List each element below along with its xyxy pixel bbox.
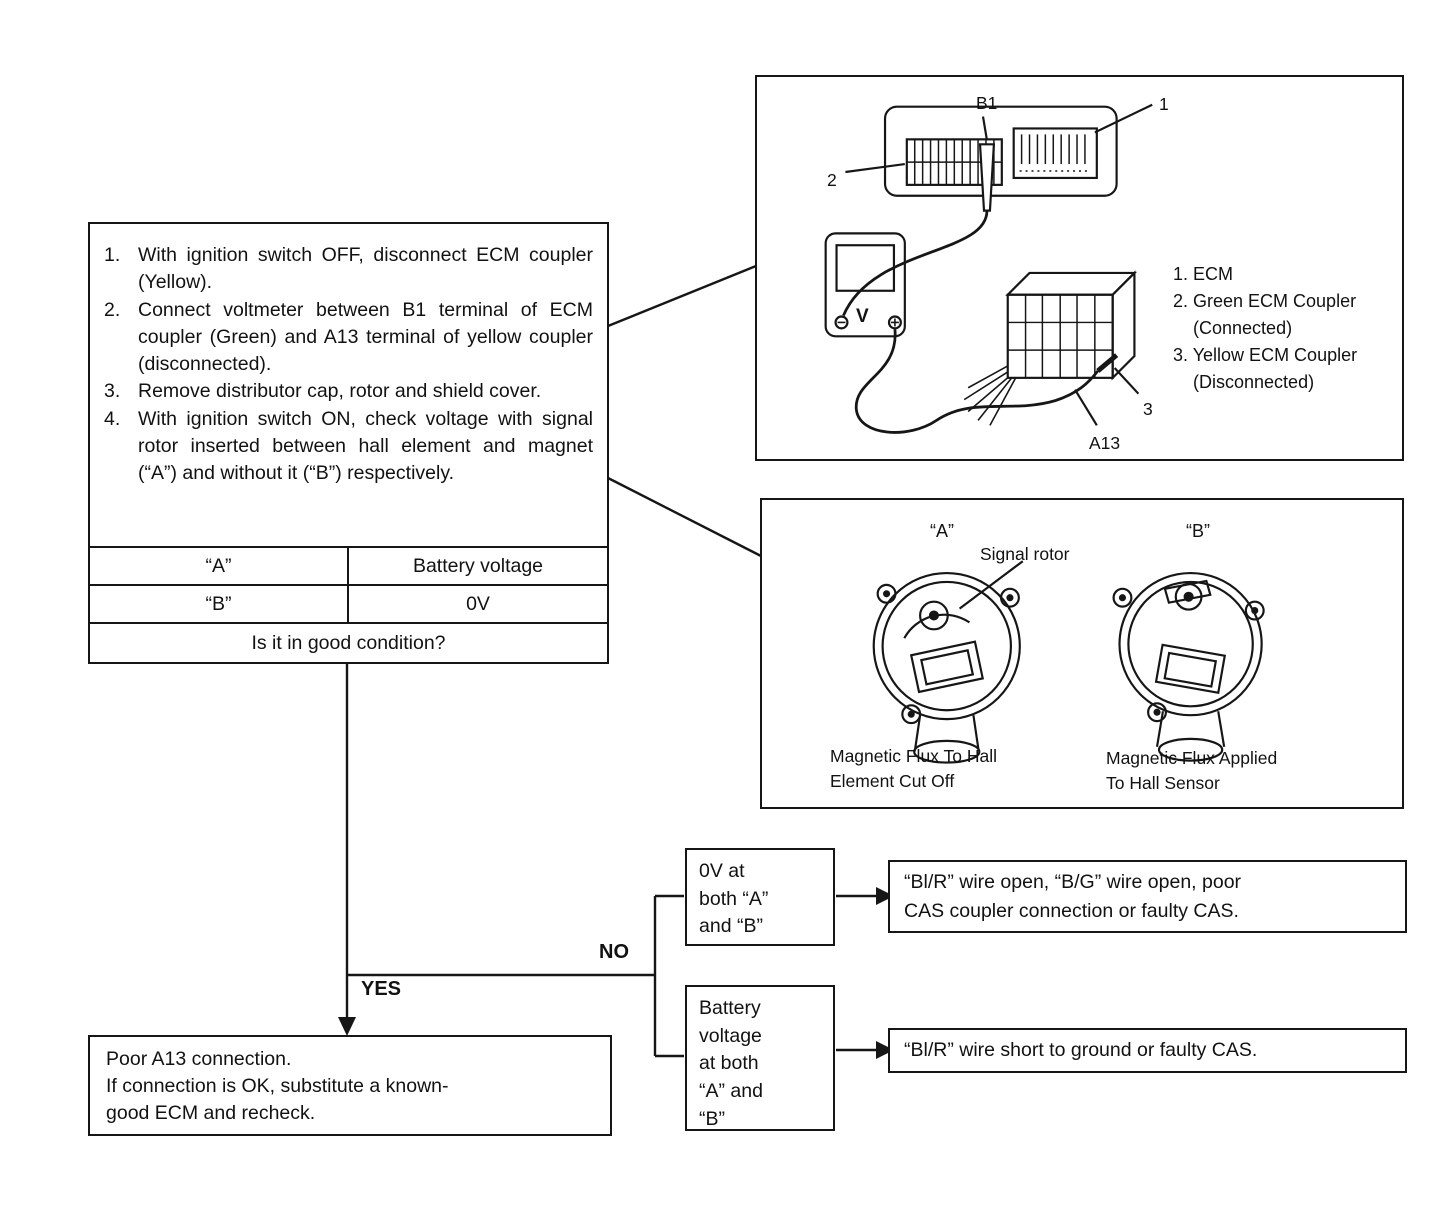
ecm-illustration <box>824 103 1153 434</box>
label-a: “A” <box>930 521 954 541</box>
branch-0v-box: 0V at both “A” and “B” <box>685 848 835 946</box>
result-row-b: “B” 0V <box>90 584 607 622</box>
ecm-legend: 1. ECM 2. Green ECM Coupler (Connected) … <box>1173 264 1358 392</box>
label-b1: B1 <box>976 93 998 113</box>
step-text: Remove distributor cap, rotor and shield… <box>138 380 542 403</box>
row-b-value: 0V <box>466 592 490 615</box>
distributor-illustration <box>872 560 1265 764</box>
caption-flux-applied: Magnetic Flux Applied To Hall Sensor <box>1106 748 1278 794</box>
voltmeter-v-label: V <box>856 306 869 327</box>
procedure-step-2: 2. Connect voltmeter between B1 terminal… <box>104 297 595 379</box>
signal-rotor-label: Signal rotor <box>980 544 1070 564</box>
distributor-figure: “A” “B” Signal rotor Magnetic Flux To Ha… <box>760 498 1404 809</box>
label-b: “B” <box>1186 521 1210 541</box>
yes-result-box: Poor A13 connection. If connection is OK… <box>88 1035 612 1136</box>
step-number: 3. <box>104 380 121 403</box>
no-label: NO <box>599 941 629 963</box>
ecm-figure: B1 1 2 3 A13 V 1. ECM 2. Green ECM Coupl… <box>755 75 1404 461</box>
callout-1: 1 <box>1159 94 1169 114</box>
result-wire-open-box: “Bl/R” wire open, “B/G” wire open, poor … <box>888 860 1407 933</box>
procedure-step-1: 1. With ignition switch OFF, disconnect … <box>104 242 595 297</box>
row-a-label: “A” <box>90 548 349 584</box>
result-wire-open-text: “Bl/R” wire open, “B/G” wire open, poor … <box>904 871 1242 922</box>
caption-flux-cut-off: Magnetic Flux To Hall Element Cut Off <box>830 746 997 792</box>
procedure-step-3: 3. Remove distributor cap, rotor and shi… <box>104 378 595 405</box>
yes-label: YES <box>361 978 402 1000</box>
step-text: With ignition switch OFF, disconnect ECM… <box>138 244 593 294</box>
step-text: With ignition switch ON, check voltage w… <box>138 407 593 485</box>
result-row-a: “A” Battery voltage <box>90 546 607 584</box>
step-text: Connect voltmeter between B1 terminal of… <box>138 298 593 376</box>
callout-3: 3 <box>1143 399 1153 419</box>
label-a13: A13 <box>1089 433 1121 453</box>
condition-question: Is it in good condition? <box>90 622 607 662</box>
procedure-step-4: 4. With ignition switch ON, check voltag… <box>104 406 595 488</box>
step-number: 2. <box>104 298 121 321</box>
step-number: 4. <box>104 407 121 430</box>
procedure-steps: 1. With ignition switch OFF, disconnect … <box>90 224 607 546</box>
result-wire-short-text: “Bl/R” wire short to ground or faulty CA… <box>904 1039 1258 1061</box>
row-a-value: Battery voltage <box>412 554 544 577</box>
result-wire-short-box: “Bl/R” wire short to ground or faulty CA… <box>888 1028 1407 1073</box>
step-number: 1. <box>104 244 121 266</box>
row-b-label: “B” <box>90 586 349 622</box>
procedure-box: 1. With ignition switch OFF, disconnect … <box>88 222 609 664</box>
callout-2: 2 <box>827 170 837 190</box>
branch-battery-box: Battery voltage at both “A” and “B” <box>685 985 835 1131</box>
